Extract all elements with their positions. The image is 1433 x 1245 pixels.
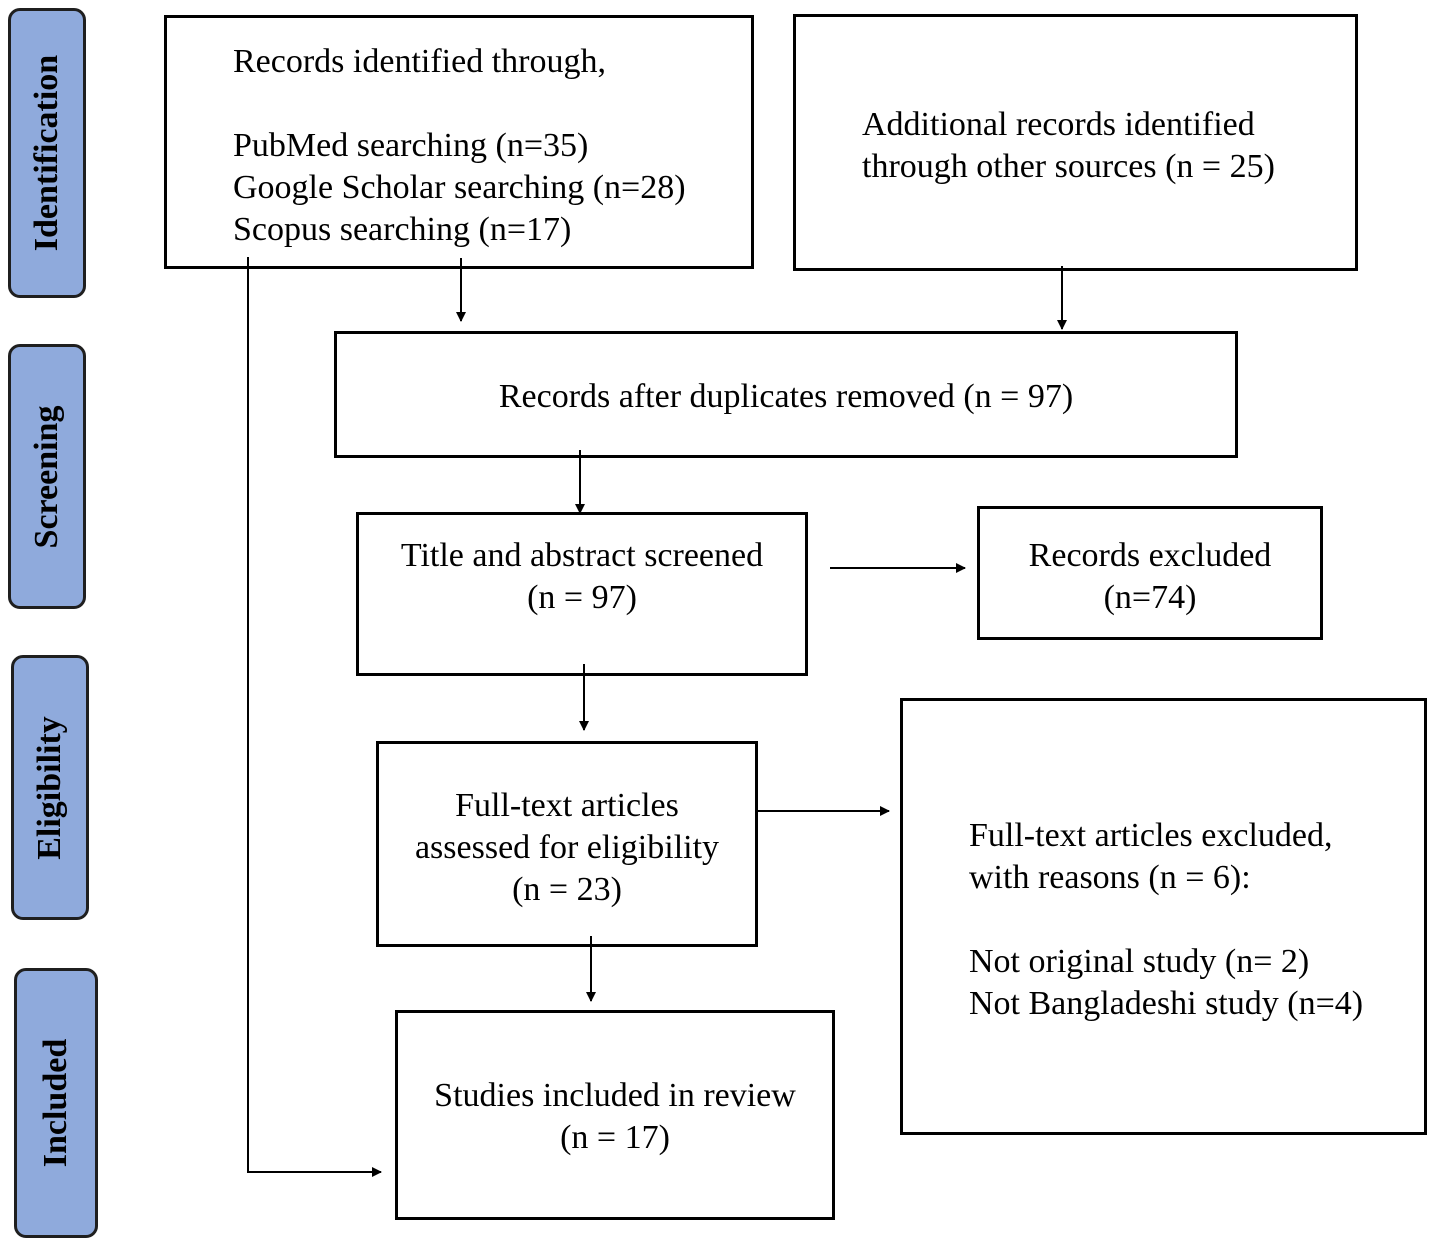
stage-identification: Identification	[8, 8, 86, 298]
additional-records-box: Additional records identified through ot…	[793, 14, 1358, 271]
records-excluded-box: Records excluded (n=74)	[977, 506, 1323, 640]
exclusion-reason-not-original: Not original study (n= 2)	[969, 943, 1310, 980]
screened-count: (n = 97)	[527, 579, 637, 616]
stage-included: Included	[14, 968, 98, 1238]
fulltext-assessed-box: Full-text articles assessed for eligibil…	[376, 741, 758, 947]
fulltext-assessed-count: (n = 23)	[512, 871, 622, 908]
records-excluded-count: (n=74)	[1103, 579, 1197, 616]
google-scholar-count: Google Scholar searching (n=28)	[233, 169, 686, 206]
fulltext-assessed-line1: Full-text articles	[455, 787, 679, 824]
stage-identification-label: Identification	[28, 54, 65, 252]
scopus-count: Scopus searching (n=17)	[233, 211, 572, 248]
additional-records-line2: through other sources (n = 25)	[862, 148, 1275, 185]
studies-included-label: Studies included in review	[434, 1077, 796, 1114]
screened-line1: Title and abstract screened	[400, 537, 764, 574]
exclusion-reason-not-bangladeshi: Not Bangladeshi study (n=4)	[969, 985, 1364, 1022]
stage-screening-label: Screening	[28, 405, 65, 548]
duplicates-removed-box: Records after duplicates removed (n = 97…	[334, 331, 1238, 458]
pubmed-count: PubMed searching (n=35)	[233, 127, 589, 164]
fulltext-excluded-line1: Full-text articles excluded,	[969, 817, 1333, 854]
fulltext-excluded-line2: with reasons (n = 6):	[969, 859, 1251, 896]
studies-included-box: Studies included in review (n = 17)	[395, 1010, 835, 1220]
fulltext-excluded-box: Full-text articles excluded, with reason…	[900, 698, 1427, 1135]
stage-eligibility-label: Eligibility	[31, 715, 68, 860]
stage-screening: Screening	[8, 344, 86, 609]
studies-included-count: (n = 17)	[560, 1119, 670, 1156]
records-identified-intro: Records identified through,	[233, 43, 606, 80]
additional-records-line1: Additional records identified	[862, 106, 1255, 143]
stage-included-label: Included	[37, 1038, 74, 1168]
stage-eligibility: Eligibility	[11, 655, 89, 920]
screened-box: Title and abstract screened (n = 97)	[356, 512, 808, 676]
fulltext-assessed-line2: assessed for eligibility	[414, 829, 720, 866]
records-identified-box: Records identified through, PubMed searc…	[164, 15, 754, 269]
records-excluded-label: Records excluded	[1028, 537, 1272, 574]
duplicates-removed-text: Records after duplicates removed (n = 97…	[498, 378, 1074, 415]
